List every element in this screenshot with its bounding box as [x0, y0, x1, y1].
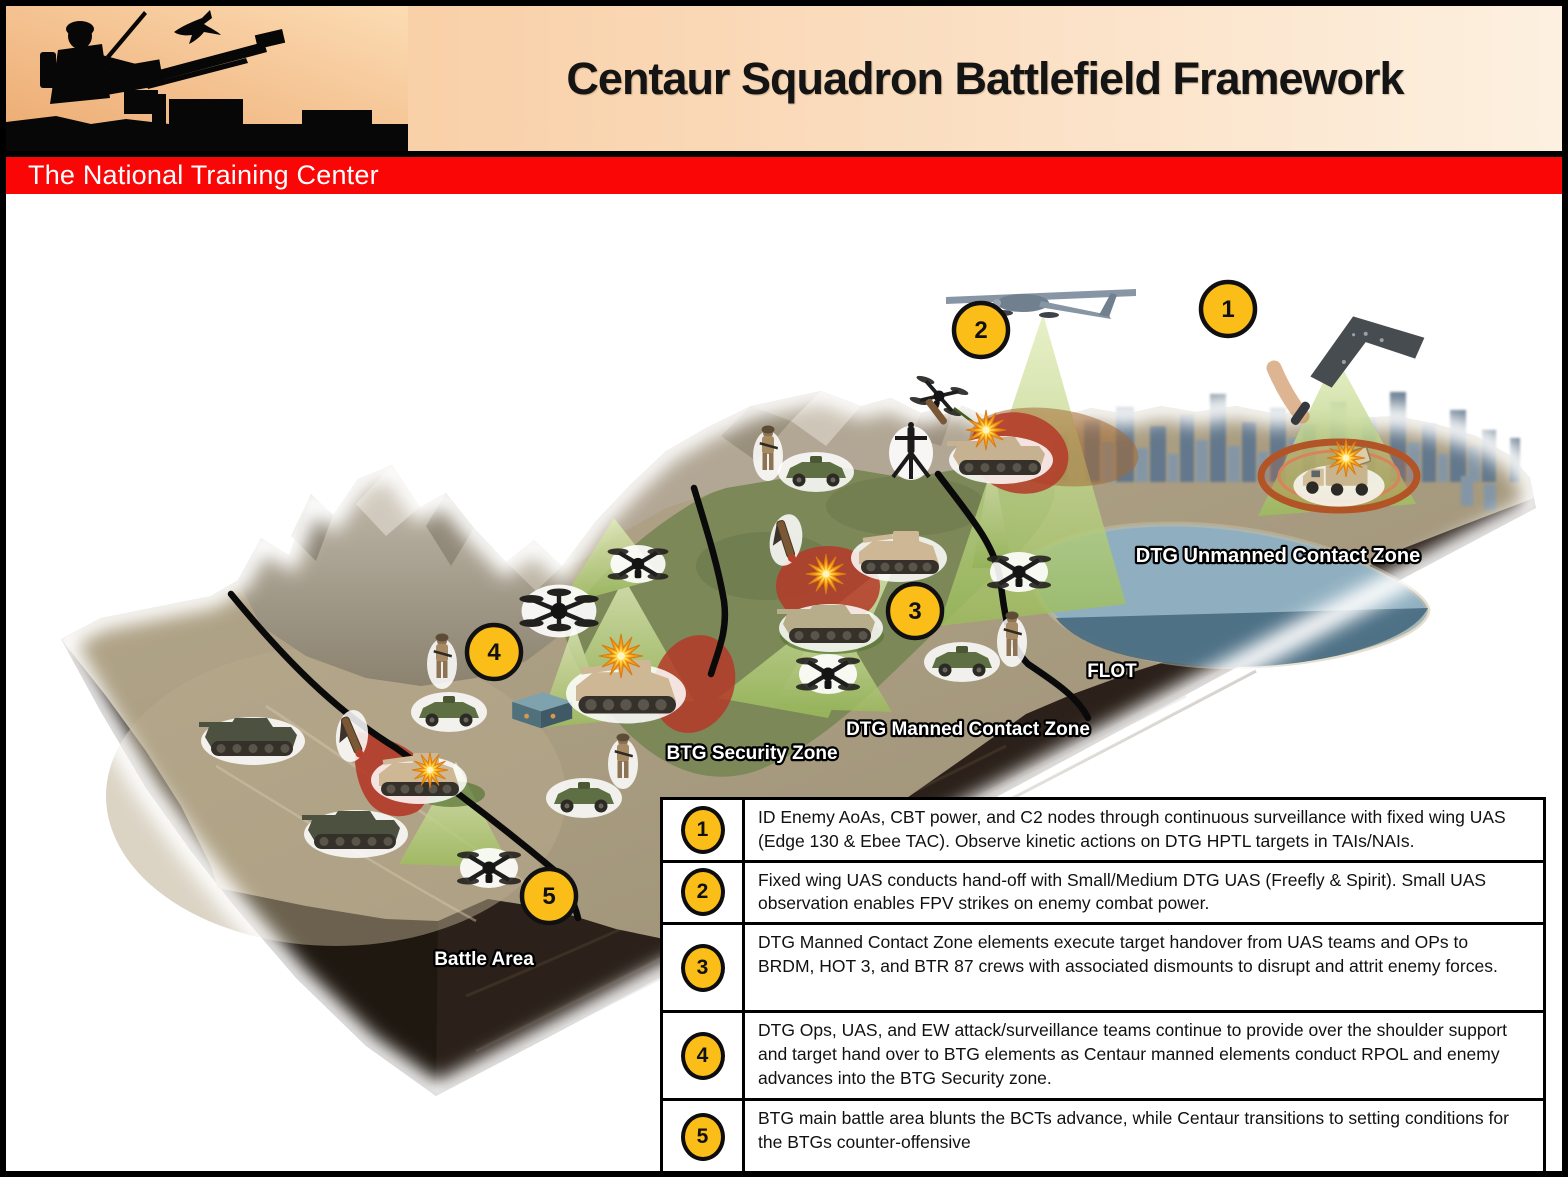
desert-patch	[106, 646, 566, 946]
legend-number-badge: 2	[680, 868, 725, 917]
armored-car-icon	[546, 778, 622, 818]
map-callouts: 1 2 3 4 5	[464, 279, 1258, 926]
quadcopter-icon	[608, 545, 669, 583]
gunner-silhouette	[6, 11, 408, 151]
armored-car-icon	[778, 452, 854, 492]
label-manned-zone: DTG Manned Contact Zone	[846, 719, 1090, 740]
header: Centaur Squadron Battlefield Framework	[6, 6, 1562, 151]
svg-text:4: 4	[487, 639, 501, 666]
security-zone-boundary-line	[690, 484, 729, 678]
svg-text:1: 1	[1221, 296, 1234, 323]
svg-text:2: 2	[974, 317, 987, 344]
flying-wing-uav-icon	[1298, 300, 1431, 393]
quadcopter-icon	[796, 654, 860, 694]
svg-text:3: 3	[908, 598, 921, 625]
map-callout-4: 4	[464, 622, 524, 682]
zone-labels: DTG Unmanned Contact Zone FLOT DTG Manne…	[432, 543, 1423, 973]
label-flot: FLOT	[1087, 661, 1137, 682]
soldier-silhouette-image	[6, 6, 408, 151]
bomb-icon	[1290, 401, 1310, 425]
map-callout-3: 3	[885, 581, 945, 641]
label-security-zone: BTG Security Zone	[666, 743, 837, 764]
label-battle-area: Battle Area	[434, 949, 534, 970]
armored-car-icon	[411, 692, 487, 732]
banner-text: The National Training Center	[28, 160, 379, 190]
quadcopter-icon	[987, 552, 1051, 592]
fpv-strike-drone-icon	[905, 369, 973, 425]
svg-text:5: 5	[542, 883, 555, 910]
valley-shade	[826, 476, 986, 536]
legend-number-badge: 4	[680, 1031, 725, 1080]
legend-row-1: 1 ID Enemy AoAs, CBT power, and C2 nodes…	[663, 800, 1543, 863]
label-unmanned-zone: DTG Unmanned Contact Zone	[1136, 545, 1420, 567]
jet-silhouette	[174, 10, 221, 44]
page-title: Centaur Squadron Battlefield Framework	[566, 52, 1404, 104]
legend-table: 1 ID Enemy AoAs, CBT power, and C2 nodes…	[660, 797, 1546, 1171]
cliff-left-face	[61, 639, 438, 1096]
legend-number-badge: 5	[680, 1112, 725, 1161]
armored-car-icon	[924, 642, 1000, 682]
legend-number-badge: 3	[680, 943, 725, 992]
legend-row-5: 5 BTG main battle area blunts the BCTs a…	[663, 1101, 1543, 1171]
legend-row-text: DTG Manned Contact Zone elements execute…	[758, 932, 1498, 976]
map-callout-1: 1	[1198, 279, 1258, 339]
banner: The National Training Center	[6, 151, 1562, 194]
battlefield-map: DTG Unmanned Contact Zone FLOT DTG Manne…	[44, 279, 1550, 1111]
legend-row-text: ID Enemy AoAs, CBT power, and C2 nodes t…	[758, 807, 1506, 851]
map-callout-5: 5	[519, 866, 579, 926]
map-callout-2: 2	[951, 300, 1011, 360]
legend-row-text: BTG main battle area blunts the BCTs adv…	[758, 1108, 1509, 1152]
quadcopter-icon	[457, 848, 521, 888]
legend-row-3: 3 DTG Manned Contact Zone elements execu…	[663, 925, 1543, 1014]
legend-row-text: DTG Ops, UAS, and EW attack/surveillance…	[758, 1020, 1507, 1088]
legend-row-4: 4 DTG Ops, UAS, and EW attack/surveillan…	[663, 1013, 1543, 1102]
legend-row-2: 2 Fixed wing UAS conducts hand-off with …	[663, 862, 1543, 926]
legend-row-text: Fixed wing UAS conducts hand-off with Sm…	[758, 869, 1487, 914]
legend-number-badge: 1	[680, 805, 725, 854]
